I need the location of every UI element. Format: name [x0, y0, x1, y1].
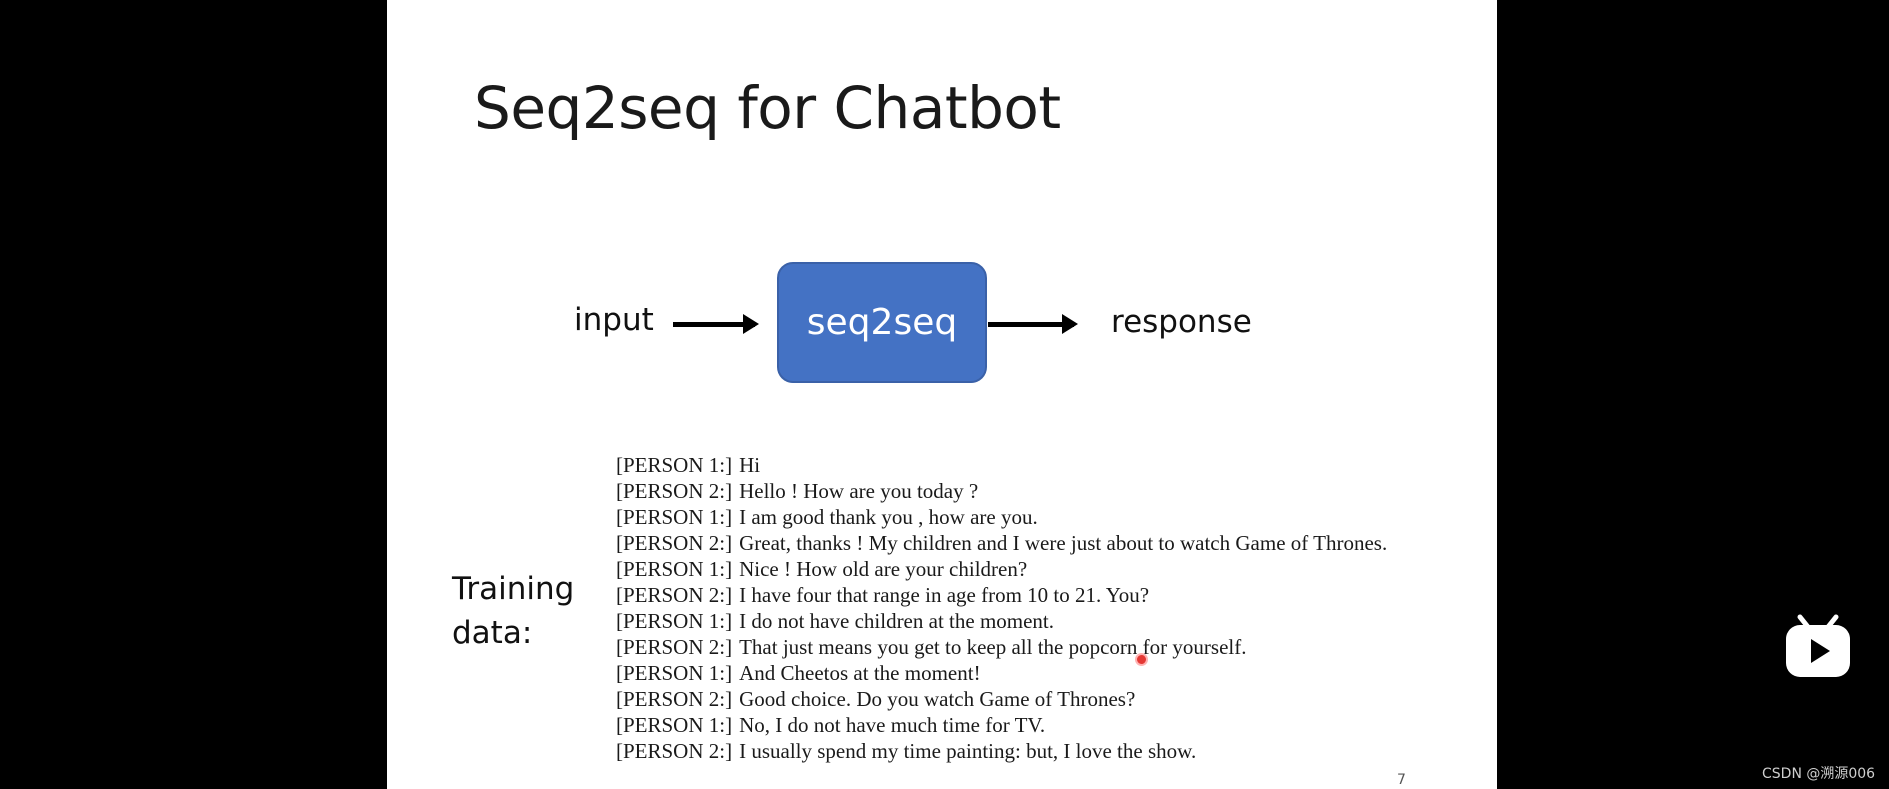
dialog-speaker: [PERSON 1:]	[616, 661, 733, 685]
dialog-line: [PERSON 1:]And Cheetos at the moment!	[616, 660, 1387, 686]
training-dialog: [PERSON 1:]Hi[PERSON 2:]Hello ! How are …	[616, 452, 1387, 764]
dialog-speaker: [PERSON 2:]	[616, 583, 733, 607]
dialog-line: [PERSON 2:]That just means you get to ke…	[616, 634, 1387, 660]
dialog-line: [PERSON 2:]I usually spend my time paint…	[616, 738, 1387, 764]
diagram-input-label: input	[574, 302, 654, 338]
dialog-speaker: [PERSON 2:]	[616, 531, 733, 555]
dialog-text: Hi	[739, 453, 761, 477]
dialog-speaker: [PERSON 1:]	[616, 609, 733, 633]
arrow-right-icon	[673, 314, 759, 334]
dialog-line: [PERSON 1:]Nice ! How old are your child…	[616, 556, 1387, 582]
dialog-text: I have four that range in age from 10 to…	[739, 583, 1150, 607]
dialog-speaker: [PERSON 2:]	[616, 739, 733, 763]
watermark: CSDN @溯源006	[1762, 766, 1876, 782]
dialog-speaker: [PERSON 1:]	[616, 713, 733, 737]
seq2seq-box: seq2seq	[777, 262, 987, 383]
dialog-speaker: [PERSON 1:]	[616, 453, 733, 477]
dialog-line: [PERSON 2:]Great, thanks ! My children a…	[616, 530, 1387, 556]
dialog-speaker: [PERSON 1:]	[616, 557, 733, 581]
training-data-label: Training data:	[452, 571, 575, 651]
dialog-line: [PERSON 1:]No, I do not have much time f…	[616, 712, 1387, 738]
dialog-line: [PERSON 1:]I am good thank you , how are…	[616, 504, 1387, 530]
dialog-line: [PERSON 2:]Good choice. Do you watch Gam…	[616, 686, 1387, 712]
dialog-text: And Cheetos at the moment!	[739, 661, 981, 685]
page-number: 7	[1397, 772, 1406, 788]
dialog-text: Great, thanks ! My children and I were j…	[739, 531, 1388, 555]
slide-title: Seq2seq for Chatbot	[474, 74, 1061, 142]
slide: Seq2seq for Chatbot input seq2seq respon…	[387, 0, 1497, 789]
seq2seq-box-label: seq2seq	[806, 302, 958, 343]
laser-pointer-icon	[1135, 653, 1148, 666]
diagram-output-label: response	[1111, 304, 1252, 340]
dialog-line: [PERSON 2:]Hello ! How are you today ?	[616, 478, 1387, 504]
dialog-text: I usually spend my time painting: but, I…	[739, 739, 1197, 763]
dialog-text: That just means you get to keep all the …	[739, 635, 1247, 659]
dialog-speaker: [PERSON 2:]	[616, 479, 733, 503]
play-button[interactable]	[1784, 613, 1852, 679]
dialog-line: [PERSON 1:]I do not have children at the…	[616, 608, 1387, 634]
play-icon	[1786, 614, 1850, 677]
dialog-line: [PERSON 2:]I have four that range in age…	[616, 582, 1387, 608]
dialog-text: Hello ! How are you today ?	[739, 479, 979, 503]
dialog-text: I am good thank you , how are you.	[739, 505, 1038, 529]
dialog-speaker: [PERSON 1:]	[616, 505, 733, 529]
dialog-speaker: [PERSON 2:]	[616, 635, 733, 659]
dialog-text: No, I do not have much time for TV.	[739, 713, 1046, 737]
dialog-speaker: [PERSON 2:]	[616, 687, 733, 711]
dialog-text: Nice ! How old are your children?	[739, 557, 1028, 581]
arrow-right-icon	[988, 314, 1078, 334]
dialog-line: [PERSON 1:]Hi	[616, 452, 1387, 478]
dialog-text: Good choice. Do you watch Game of Throne…	[739, 687, 1136, 711]
dialog-text: I do not have children at the moment.	[739, 609, 1055, 633]
